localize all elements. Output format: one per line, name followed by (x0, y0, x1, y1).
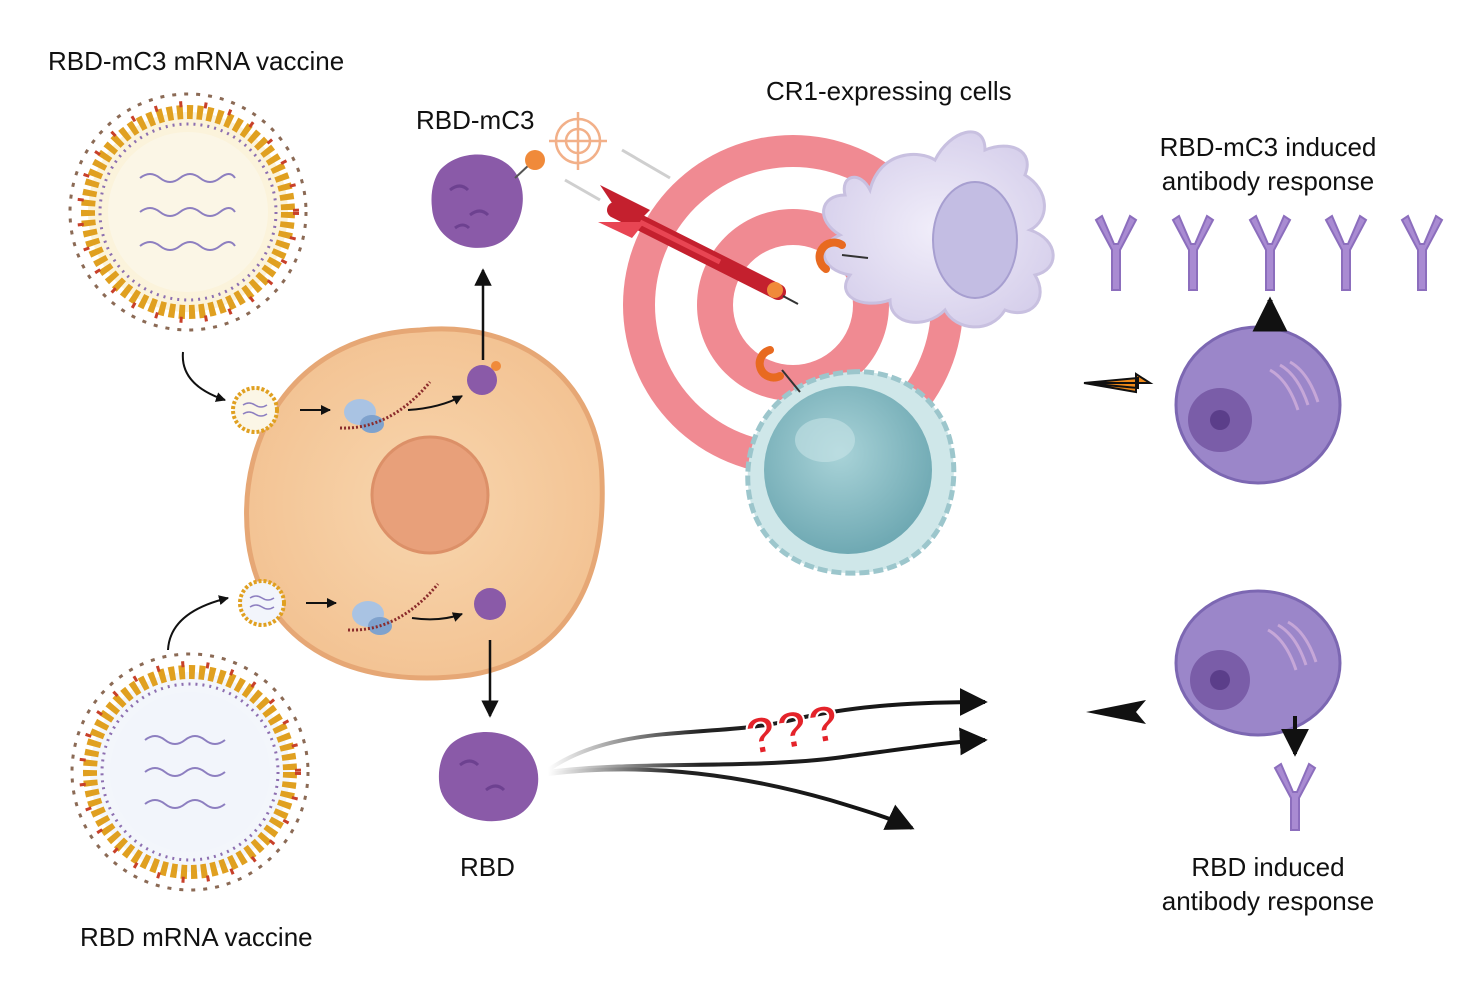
antibody-icon (1248, 214, 1292, 291)
response-line: RBD-mC3 induced (1159, 132, 1377, 162)
rbd-response-label: RBD induced antibody response (1128, 850, 1408, 918)
antibody-icon (1324, 214, 1368, 291)
cr1-receptor (815, 238, 869, 273)
rbd-vaccine-label: RBD mRNA vaccine (80, 922, 313, 952)
antibody-icon (1400, 214, 1444, 291)
rbd-protein (438, 732, 539, 822)
lipid-nanoparticle-icon (68, 92, 308, 332)
entry-arrow-bottom (167, 595, 229, 651)
entry-arrow-top (181, 351, 226, 402)
dart-icon (598, 185, 799, 305)
rbd-mc3-label: RBD-mC3 (416, 105, 535, 135)
rbd-protein-small (474, 588, 506, 620)
arrow (1086, 700, 1146, 724)
nucleus (370, 435, 490, 555)
antibody-row-top (1094, 214, 1444, 291)
crosshair-icon (549, 112, 607, 170)
rbd-mc3-vaccine-label: RBD-mC3 mRNA vaccine (48, 46, 345, 76)
lipid-nanoparticle-icon (70, 652, 310, 892)
rbd-mc3-protein (431, 150, 545, 248)
arrow (407, 395, 463, 411)
uncertain-paths (546, 688, 988, 830)
plasma-cell (1174, 589, 1342, 737)
cr1-receptor (755, 346, 801, 393)
arrow (411, 612, 463, 622)
rbd-mc3-protein-small (467, 361, 501, 395)
plasma-cell (1174, 325, 1342, 485)
ribosome-icon (339, 381, 432, 433)
lipid-nanoparticle-icon (238, 579, 286, 627)
rbd-label: RBD (460, 852, 515, 882)
antibody-icon (1273, 762, 1317, 831)
antibody-icon (1171, 214, 1215, 291)
b-cell (745, 369, 957, 576)
response-line: RBD induced (1191, 852, 1345, 882)
cr1-cells-label: CR1-expressing cells (766, 76, 1012, 106)
lipid-nanoparticle-icon (231, 386, 279, 434)
question-marks: ??? (741, 694, 845, 768)
response-line: antibody response (1161, 886, 1375, 916)
orange-arrow (1083, 372, 1154, 394)
ribosome-icon (347, 583, 440, 635)
rbd-mc3-response-label: RBD-mC3 induced antibody response (1128, 130, 1408, 198)
antibody-icon (1094, 214, 1138, 291)
response-line: antibody response (1161, 166, 1375, 196)
